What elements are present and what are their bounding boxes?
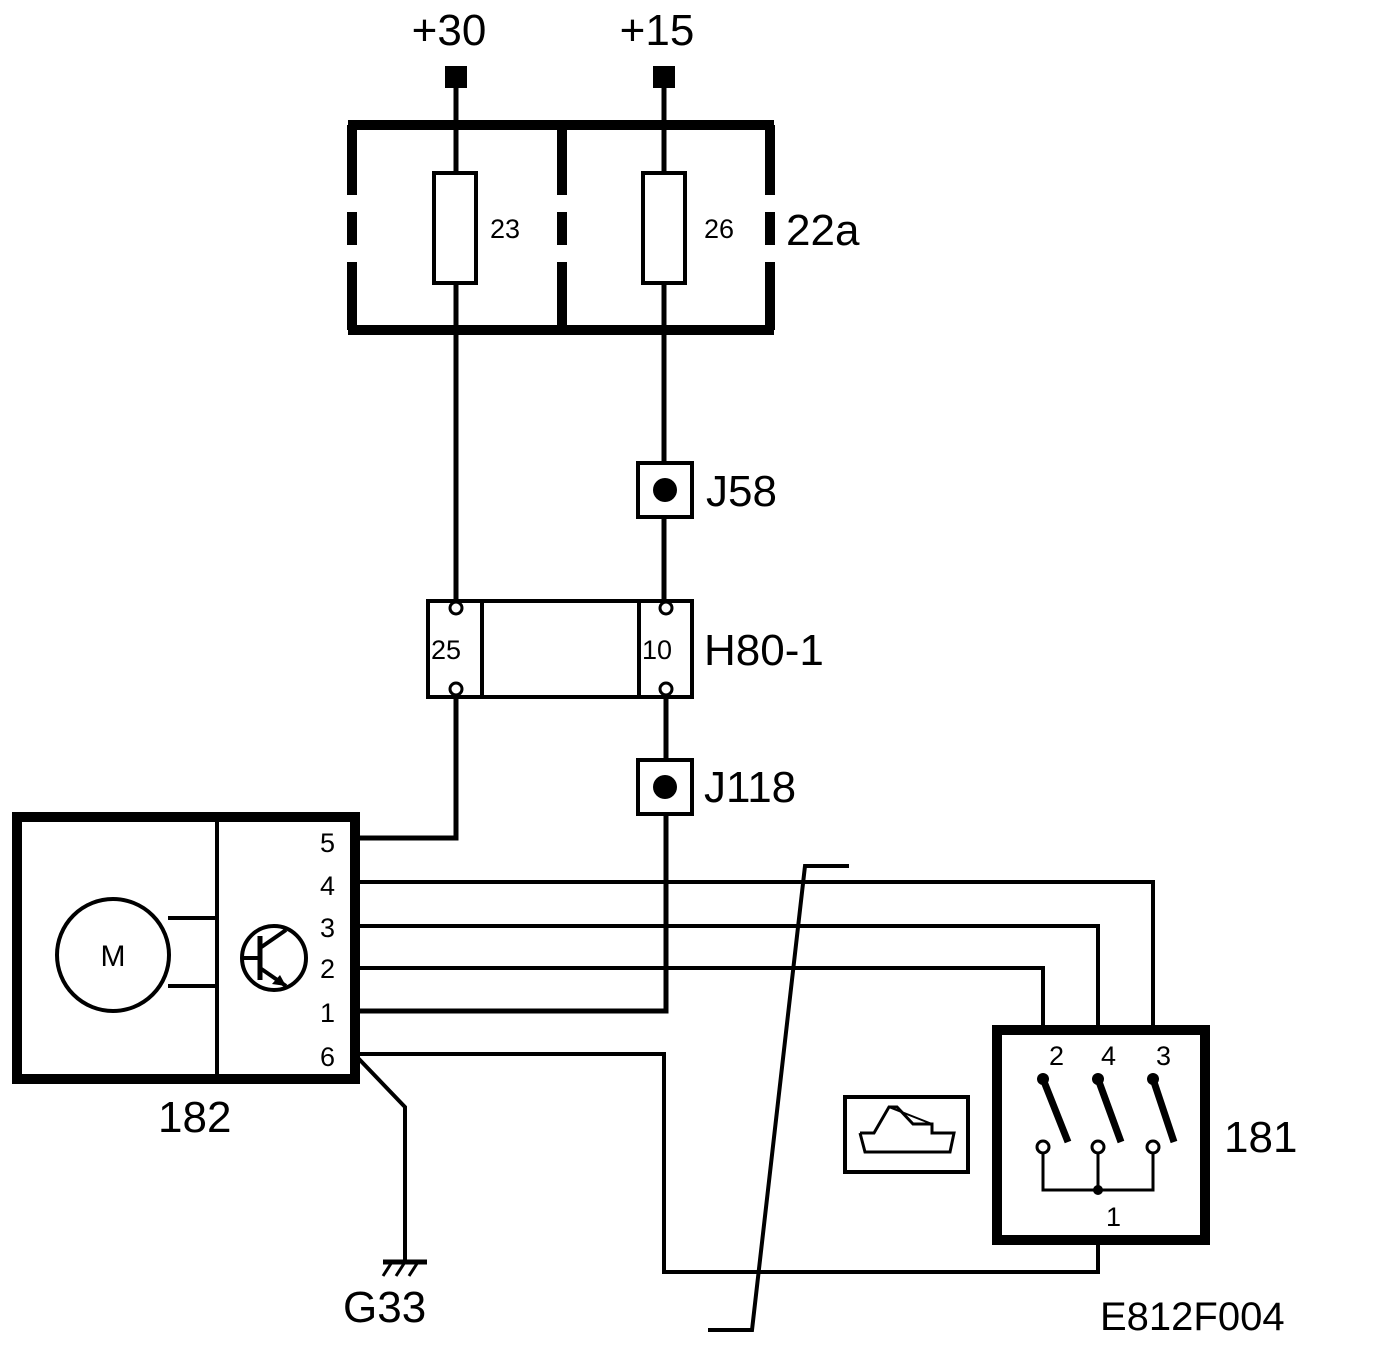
switch-pin-2: 2 bbox=[1049, 1041, 1064, 1071]
svg-text:M: M bbox=[101, 940, 126, 973]
control-unit-label: 182 bbox=[158, 1093, 231, 1142]
ground-label: G33 bbox=[343, 1283, 426, 1332]
diagram-id: E812F004 bbox=[1100, 1295, 1285, 1339]
cu-pin-3: 3 bbox=[320, 913, 335, 943]
cu-pin-2: 2 bbox=[320, 954, 335, 984]
fuse-box-label: 22a bbox=[786, 206, 860, 255]
supply-15-terminal bbox=[653, 66, 675, 88]
supply-30-terminal bbox=[445, 66, 467, 88]
switch-pin-3: 3 bbox=[1156, 1041, 1171, 1071]
ground-g33: G33 bbox=[343, 1056, 427, 1332]
connector-pin-10: 10 bbox=[642, 635, 672, 665]
junction-j118: J118 bbox=[636, 758, 796, 816]
junction-j58-label: J58 bbox=[706, 467, 777, 516]
cu-pin-6: 6 bbox=[320, 1042, 335, 1072]
connector-h80-1: 25 10 H80-1 bbox=[426, 599, 824, 699]
supply-15: +15 bbox=[620, 6, 695, 88]
cu-pin-1: 1 bbox=[320, 998, 335, 1028]
boat-trunk-icon bbox=[843, 1095, 970, 1174]
switch-pin-4: 4 bbox=[1101, 1041, 1116, 1071]
motor-icon: M bbox=[55, 897, 217, 1013]
section-break-line bbox=[708, 864, 849, 1332]
cu-pin-5: 5 bbox=[320, 828, 335, 858]
fuse-26-label: 26 bbox=[704, 214, 734, 244]
junction-j118-label: J118 bbox=[704, 763, 796, 812]
fuse-26 bbox=[641, 171, 687, 285]
switch-181: 2 4 3 1 181 bbox=[992, 1025, 1297, 1245]
junction-j58: J58 bbox=[636, 461, 777, 519]
fuse-23 bbox=[432, 171, 478, 285]
fuse-box: 22a 23 26 bbox=[347, 120, 860, 335]
connector-label: H80-1 bbox=[704, 626, 824, 675]
fuse-23-label: 23 bbox=[490, 214, 520, 244]
control-unit-182: M 5 4 3 2 1 6 182 bbox=[12, 812, 360, 1142]
supply-30: +30 bbox=[412, 6, 487, 88]
supply-30-label: +30 bbox=[412, 6, 487, 55]
transistor-icon bbox=[240, 924, 308, 992]
switch-pin-1: 1 bbox=[1106, 1202, 1121, 1232]
cu-pin-4: 4 bbox=[320, 871, 335, 901]
connector-pin-25: 25 bbox=[431, 635, 461, 665]
switch-label: 181 bbox=[1224, 1113, 1297, 1162]
supply-15-label: +15 bbox=[620, 6, 695, 55]
ground-icon bbox=[381, 1259, 427, 1277]
